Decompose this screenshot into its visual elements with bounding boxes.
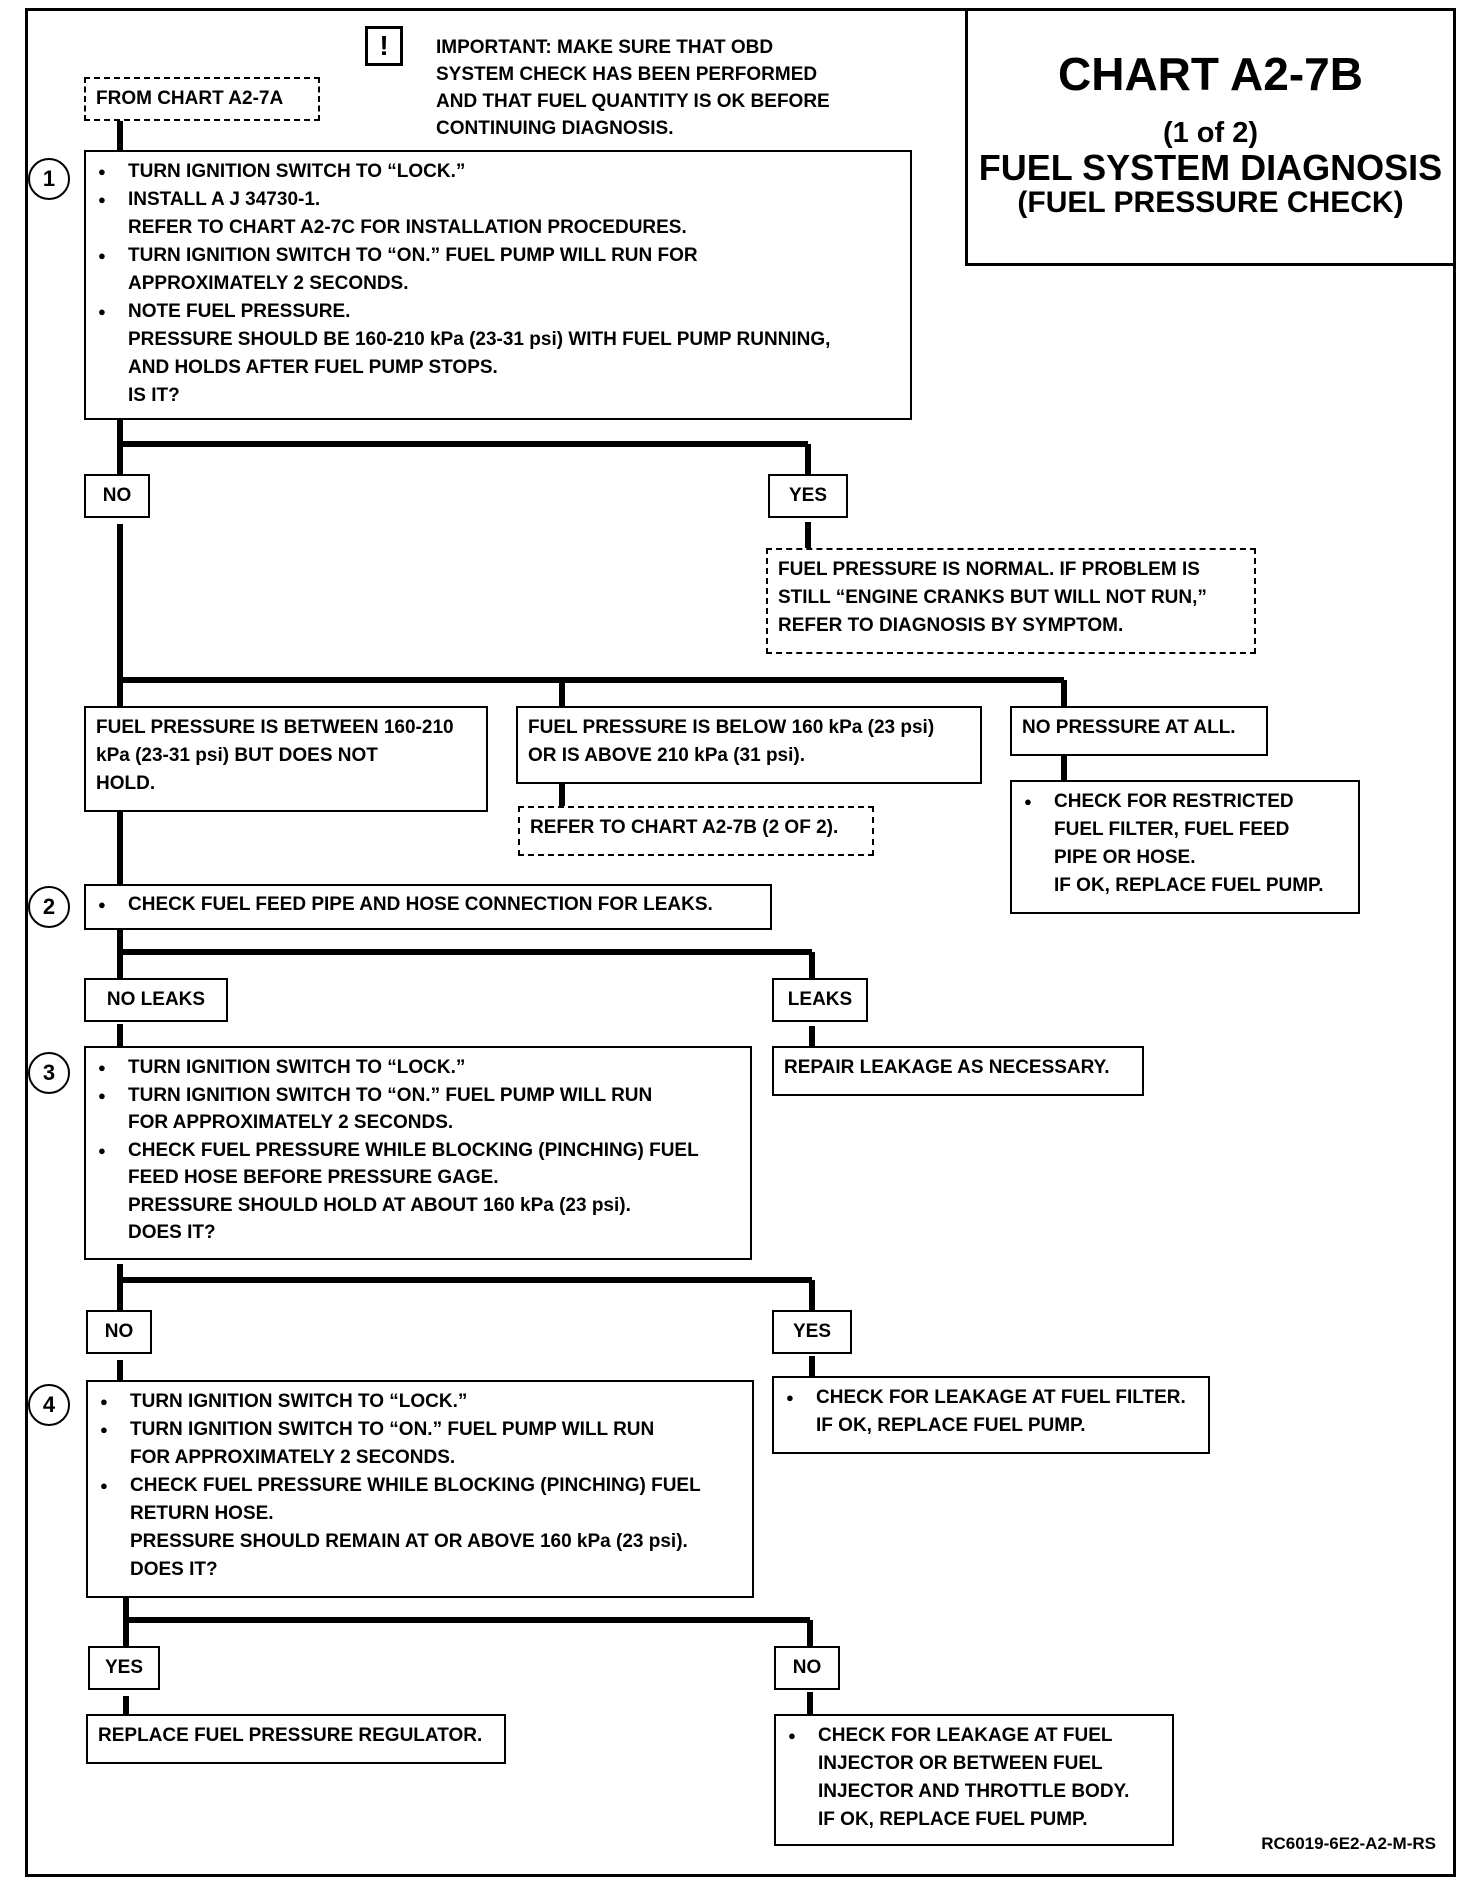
check-fuel-filter-box: CHECK FOR LEAKAGE AT FUEL FILTER. IF OK,…	[772, 1376, 1210, 1454]
important-icon: !	[365, 26, 403, 66]
chart-subtitle-2: (FUEL PRESSURE CHECK)	[1017, 186, 1404, 219]
check-injector-box: CHECK FOR LEAKAGE AT FUEL INJECTOR OR BE…	[774, 1714, 1174, 1846]
chart-title: CHART A2-7B	[1058, 48, 1363, 100]
fuel-pressure-normal-box: FUEL PRESSURE IS NORMAL. IF PROBLEM IS S…	[766, 548, 1256, 654]
chart-part: (1 of 2)	[1162, 117, 1259, 149]
chart-title-block: CHART A2-7B (1 of 2) FUEL SYSTEM DIAGNOS…	[965, 8, 1456, 266]
step-3-no-label: NO	[86, 1310, 152, 1354]
important-note: IMPORTANT: MAKE SURE THAT OBD SYSTEM CHE…	[436, 37, 830, 139]
step-4-box: TURN IGNITION SWITCH TO “LOCK.” TURN IGN…	[86, 1380, 754, 1598]
step-3-yes-label: YES	[772, 1310, 852, 1354]
step-3-box: TURN IGNITION SWITCH TO “LOCK.” TURN IGN…	[84, 1046, 752, 1260]
pressure-between-box: FUEL PRESSURE IS BETWEEN 160-210 kPa (23…	[84, 706, 488, 812]
no-leaks-label: NO LEAKS	[84, 978, 228, 1022]
no-pressure-box: NO PRESSURE AT ALL.	[1010, 706, 1268, 756]
replace-regulator-box: REPLACE FUEL PRESSURE REGULATOR.	[86, 1714, 506, 1764]
from-chart-a2-7a: FROM CHART A2-7A	[84, 77, 320, 121]
chart-frame	[25, 8, 1456, 1877]
repair-leakage-box: REPAIR LEAKAGE AS NECESSARY.	[772, 1046, 1144, 1096]
refer-chart-a2-7b-2-box: REFER TO CHART A2-7B (2 OF 2).	[518, 806, 874, 856]
chart-subtitle: FUEL SYSTEM DIAGNOSIS	[978, 147, 1443, 188]
step-2-box: CHECK FUEL FEED PIPE AND HOSE CONNECTION…	[84, 884, 772, 930]
pressure-below-above-box: FUEL PRESSURE IS BELOW 160 kPa (23 psi) …	[516, 706, 982, 784]
leaks-label: LEAKS	[772, 978, 868, 1022]
step-1-marker: 1	[28, 158, 70, 200]
step-1-box: TURN IGNITION SWITCH TO “LOCK.” INSTALL …	[84, 150, 912, 420]
step-3-marker: 3	[28, 1052, 70, 1094]
step-1-no-label: NO	[84, 474, 150, 518]
step-2-marker: 2	[28, 886, 70, 928]
step-1-yes-label: YES	[768, 474, 848, 518]
check-restricted-box: CHECK FOR RESTRICTED FUEL FILTER, FUEL F…	[1010, 780, 1360, 914]
reference-code: RC6019-6E2-A2-M-RS	[1261, 1834, 1436, 1853]
step-4-marker: 4	[28, 1384, 70, 1426]
step-4-yes-label: YES	[88, 1646, 160, 1690]
step-4-no-label: NO	[774, 1646, 840, 1690]
